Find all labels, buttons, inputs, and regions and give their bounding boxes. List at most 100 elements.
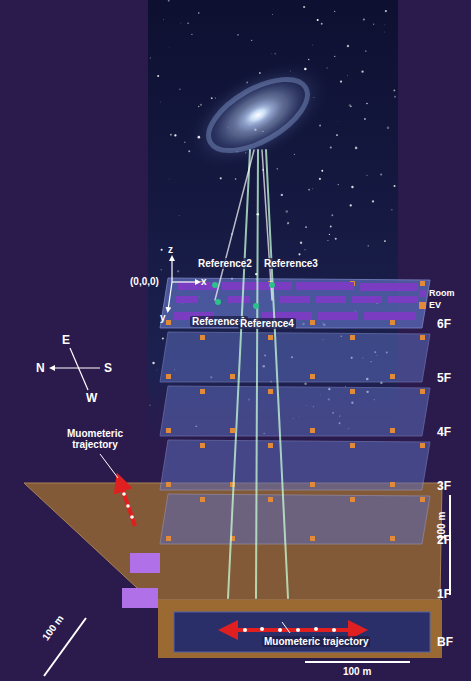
annotation: (0,0,0) [130, 276, 159, 287]
elevator [200, 335, 205, 340]
compass-label: W [86, 392, 97, 405]
room [176, 296, 198, 303]
room [280, 296, 310, 303]
star [159, 101, 161, 103]
elevator [200, 443, 205, 448]
star [304, 383, 306, 385]
star [305, 226, 307, 228]
scale-bars [44, 495, 450, 676]
elevator [166, 482, 171, 487]
room [316, 296, 346, 303]
annotation: Reference2 [196, 258, 254, 269]
room [178, 282, 218, 290]
elevator [350, 389, 355, 394]
star [326, 67, 328, 69]
star [387, 127, 390, 130]
star [198, 106, 199, 107]
star [179, 89, 180, 90]
star [149, 405, 150, 406]
star [366, 175, 367, 176]
star [347, 45, 349, 47]
floor-plate [160, 386, 430, 436]
leader-line [100, 454, 118, 478]
star [286, 210, 289, 213]
star [384, 31, 386, 33]
star [336, 134, 338, 136]
star [161, 249, 163, 251]
star [327, 240, 328, 241]
star [177, 270, 179, 272]
star [191, 34, 192, 35]
elevator [200, 389, 205, 394]
elevator [268, 389, 273, 394]
star [174, 134, 176, 136]
star [393, 89, 395, 91]
star [345, 385, 347, 387]
floor-plate [160, 494, 430, 544]
star [157, 75, 159, 77]
star [287, 222, 289, 224]
star [251, 40, 252, 41]
annotation: 100 m [343, 666, 371, 677]
star [312, 44, 314, 46]
elevator [268, 443, 273, 448]
star [373, 23, 374, 24]
star [168, 178, 170, 180]
star [272, 13, 274, 15]
elevator [390, 374, 395, 379]
star [300, 241, 302, 243]
room [296, 282, 354, 290]
star [384, 24, 386, 26]
star [317, 19, 319, 21]
star [294, 154, 295, 155]
elevator [420, 335, 425, 340]
star [170, 134, 172, 136]
star [380, 174, 382, 176]
star [311, 188, 313, 190]
star [200, 104, 202, 106]
elevator [268, 335, 273, 340]
elevator [230, 374, 235, 379]
floor-plate [160, 278, 430, 328]
annotation: x [201, 276, 207, 287]
elevator [390, 320, 395, 325]
elevator [310, 374, 315, 379]
star [249, 276, 251, 278]
star [334, 56, 335, 57]
star [336, 120, 338, 122]
star [391, 209, 392, 210]
star [394, 96, 396, 98]
annotation: Muometeric trajectory [262, 636, 370, 647]
star [152, 362, 154, 364]
legend-text: EV [429, 300, 441, 310]
star [340, 81, 342, 83]
elevator [200, 497, 205, 502]
elevator [390, 482, 395, 487]
star [220, 177, 222, 179]
compass-label: S [104, 362, 112, 375]
compass-label: N [36, 362, 45, 375]
star [321, 170, 323, 172]
star [372, 200, 374, 202]
star [169, 47, 171, 49]
star [187, 23, 189, 25]
elevator [350, 443, 355, 448]
floor-plate [160, 332, 430, 382]
star [168, 0, 170, 2]
reference-points [212, 282, 275, 309]
star [308, 59, 310, 61]
star [334, 11, 335, 12]
floor-label: 3F [437, 480, 451, 493]
floor-label: 4F [437, 426, 451, 439]
elevator [420, 281, 425, 286]
elevator [350, 497, 355, 502]
star [281, 194, 283, 196]
star [162, 338, 164, 340]
star [163, 19, 165, 21]
star [150, 57, 151, 58]
elevator [166, 536, 171, 541]
star [298, 253, 300, 255]
star [329, 234, 330, 235]
